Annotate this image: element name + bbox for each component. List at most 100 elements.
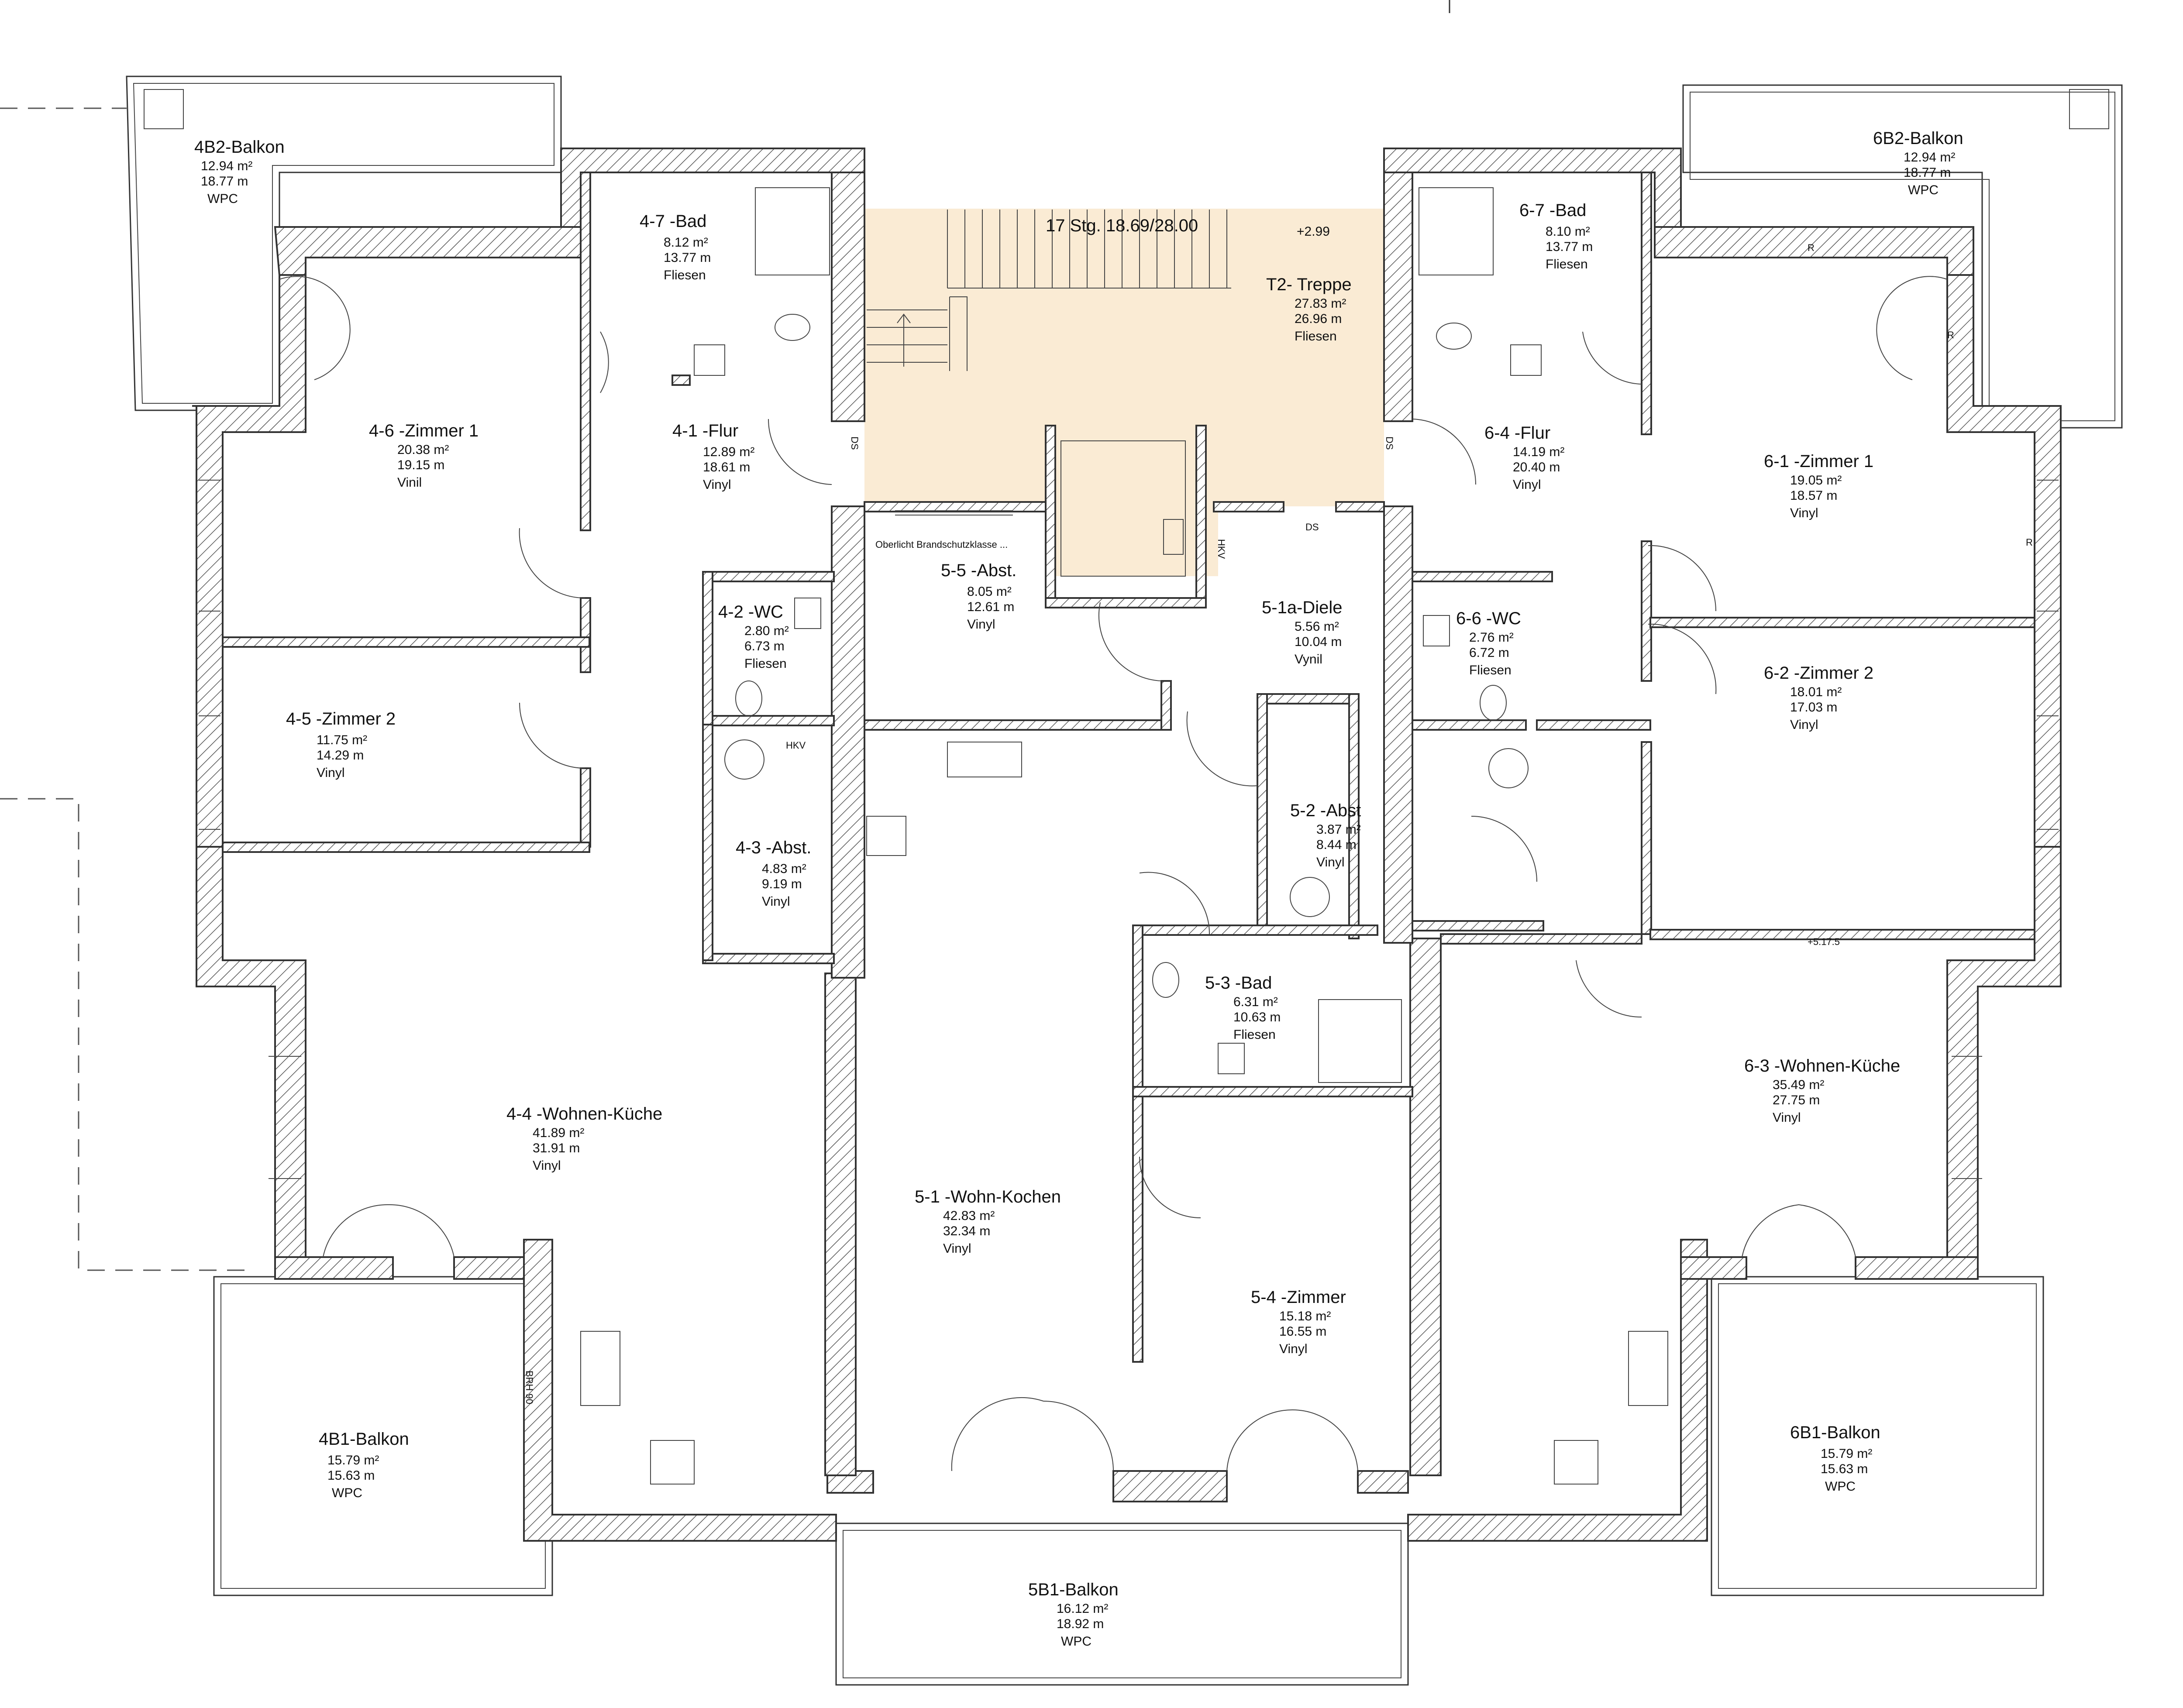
- svg-text:15.79 m²: 15.79 m²: [1821, 1447, 1872, 1461]
- svg-text:5.56 m²: 5.56 m²: [1295, 619, 1339, 634]
- svg-text:6B1-Balkon: 6B1-Balkon: [1790, 1423, 1880, 1442]
- room-label-44: 4-4 -Wohnen-Küche 41.89 m² 31.91 m Vinyl: [506, 1104, 662, 1173]
- svg-text:2.76 m²: 2.76 m²: [1469, 630, 1514, 645]
- room-label-51a: 5-1a-Diele 5.56 m² 10.04 m Vynil: [1262, 598, 1343, 667]
- svg-text:T2- Treppe: T2- Treppe: [1266, 275, 1352, 294]
- stairs-note: 17 Stg. 18.69/28.00: [1046, 216, 1198, 235]
- svg-text:Fliesen: Fliesen: [664, 268, 706, 282]
- svg-text:15.63 m: 15.63 m: [1821, 1462, 1868, 1476]
- svg-text:5-1 -Wohn-Kochen: 5-1 -Wohn-Kochen: [915, 1187, 1061, 1206]
- fixtures: [580, 187, 1668, 1485]
- svg-text:Fliesen: Fliesen: [1546, 257, 1588, 271]
- svg-text:18.92 m: 18.92 m: [1057, 1617, 1104, 1631]
- room-label-4b1: 4B1-Balkon 15.79 m² 15.63 m WPC: [319, 1430, 409, 1500]
- svg-text:2.80 m²: 2.80 m²: [744, 624, 789, 638]
- svg-text:Vinyl: Vinyl: [1790, 718, 1818, 732]
- ds-note-right: DS: [1384, 436, 1395, 450]
- svg-text:6-1 -Zimmer 1: 6-1 -Zimmer 1: [1764, 452, 1873, 471]
- room-label-53: 5-3 -Bad 6.31 m² 10.63 m Fliesen: [1205, 973, 1281, 1042]
- ds-note-left: DS: [849, 436, 860, 450]
- r-note-1: R: [1808, 242, 1815, 253]
- svg-text:6.72 m: 6.72 m: [1469, 646, 1509, 660]
- svg-text:Vinil: Vinil: [397, 475, 422, 490]
- svg-text:10.04 m: 10.04 m: [1295, 635, 1342, 649]
- interior-walls: [222, 172, 2035, 1363]
- svg-text:5-3 -Bad: 5-3 -Bad: [1205, 973, 1272, 993]
- outer-walls: [192, 148, 2062, 1542]
- svg-text:15.79 m²: 15.79 m²: [327, 1453, 379, 1467]
- svg-text:3.87 m²: 3.87 m²: [1316, 822, 1361, 837]
- svg-text:WPC: WPC: [207, 192, 238, 206]
- svg-text:12.94 m²: 12.94 m²: [1904, 150, 1955, 165]
- svg-text:Vinyl: Vinyl: [943, 1241, 971, 1256]
- room-label-51: 5-1 -Wohn-Kochen 42.83 m² 32.34 m Vinyl: [915, 1187, 1061, 1256]
- room-label-66: 6-6 -WC 2.76 m² 6.72 m Fliesen: [1456, 609, 1521, 677]
- svg-text:4-2 -WC: 4-2 -WC: [718, 602, 783, 622]
- svg-text:4-4 -Wohnen-Küche: 4-4 -Wohnen-Küche: [506, 1104, 662, 1124]
- svg-text:14.29 m: 14.29 m: [317, 748, 364, 763]
- windows: [199, 480, 2059, 1179]
- svg-text:Vinyl: Vinyl: [762, 894, 790, 909]
- svg-text:WPC: WPC: [332, 1486, 362, 1500]
- room-label-54: 5-4 -Zimmer 15.18 m² 16.55 m Vinyl: [1251, 1288, 1346, 1356]
- room-label-45: 4-5 -Zimmer 2 11.75 m² 14.29 m Vinyl: [286, 709, 396, 780]
- svg-text:Vinyl: Vinyl: [1316, 855, 1344, 869]
- svg-text:5-5 -Abst.: 5-5 -Abst.: [941, 561, 1016, 580]
- hkv-note: HKV: [786, 740, 806, 751]
- door-swings: [279, 276, 1948, 1471]
- svg-text:Fliesen: Fliesen: [744, 656, 787, 671]
- svg-text:18.77 m: 18.77 m: [1904, 165, 1951, 180]
- svg-text:18.57 m: 18.57 m: [1790, 488, 1837, 503]
- svg-text:6-4 -Flur: 6-4 -Flur: [1484, 423, 1550, 443]
- svg-text:Vinyl: Vinyl: [1773, 1110, 1801, 1125]
- svg-text:16.12 m²: 16.12 m²: [1057, 1601, 1108, 1616]
- svg-text:8.10 m²: 8.10 m²: [1546, 224, 1590, 239]
- svg-text:4B2-Balkon: 4B2-Balkon: [194, 137, 285, 157]
- svg-text:8.12 m²: 8.12 m²: [664, 235, 708, 250]
- room-label-41: 4-1 -Flur 12.89 m² 18.61 m Vinyl: [672, 421, 754, 492]
- skylight-note: Oberlicht Brandschutzklasse ...: [875, 539, 1008, 550]
- svg-text:27.75 m: 27.75 m: [1773, 1093, 1820, 1107]
- svg-text:15.63 m: 15.63 m: [327, 1468, 375, 1483]
- svg-text:20.40 m: 20.40 m: [1513, 460, 1560, 474]
- svg-text:20.38 m²: 20.38 m²: [397, 443, 449, 457]
- room-label-61: 6-1 -Zimmer 1 19.05 m² 18.57 m Vinyl: [1764, 452, 1873, 520]
- annotations: 17 Stg. 18.69/28.00 +2.99 Oberlicht Bran…: [524, 216, 2033, 1404]
- svg-text:12.94 m²: 12.94 m²: [201, 159, 252, 173]
- svg-text:4.83 m²: 4.83 m²: [762, 862, 806, 876]
- reference-lines: [0, 0, 1450, 1271]
- room-label-43: 4-3 -Abst. 4.83 m² 9.19 m Vinyl: [736, 838, 811, 909]
- svg-text:4-6 -Zimmer 1: 4-6 -Zimmer 1: [369, 421, 479, 440]
- svg-text:Vinyl: Vinyl: [1279, 1342, 1307, 1356]
- svg-text:4-3 -Abst.: 4-3 -Abst.: [736, 838, 811, 857]
- svg-text:12.89 m²: 12.89 m²: [703, 445, 754, 459]
- svg-text:6-7 -Bad: 6-7 -Bad: [1519, 201, 1586, 220]
- r-note-3: R: [2026, 537, 2033, 548]
- svg-text:Fliesen: Fliesen: [1469, 663, 1512, 677]
- svg-text:32.34 m: 32.34 m: [943, 1224, 990, 1238]
- room-label-64: 6-4 -Flur 14.19 m² 20.40 m Vinyl: [1484, 423, 1564, 492]
- svg-text:6.73 m: 6.73 m: [744, 639, 785, 653]
- room-label-4b2: 4B2-Balkon 12.94 m² 18.77 m WPC: [194, 137, 285, 206]
- svg-text:4B1-Balkon: 4B1-Balkon: [319, 1430, 409, 1449]
- room-label-46: 4-6 -Zimmer 1 20.38 m² 19.15 m Vinil: [369, 421, 479, 490]
- svg-text:9.19 m: 9.19 m: [762, 877, 802, 891]
- svg-text:13.77 m: 13.77 m: [1546, 240, 1593, 254]
- svg-text:6-3 -Wohnen-Küche: 6-3 -Wohnen-Küche: [1744, 1056, 1900, 1076]
- svg-text:Vinyl: Vinyl: [1790, 506, 1818, 520]
- staircase-steps: [867, 210, 1231, 577]
- svg-text:18.77 m: 18.77 m: [201, 174, 248, 189]
- svg-text:16.55 m: 16.55 m: [1279, 1324, 1326, 1339]
- svg-text:35.49 m²: 35.49 m²: [1773, 1078, 1824, 1092]
- svg-text:4-1 -Flur: 4-1 -Flur: [672, 421, 738, 440]
- svg-text:42.83 m²: 42.83 m²: [943, 1209, 995, 1223]
- room-label-5b1: 5B1-Balkon 16.12 m² 18.92 m WPC: [1028, 1580, 1119, 1649]
- svg-text:Vinyl: Vinyl: [317, 766, 344, 780]
- svg-text:6-2 -Zimmer 2: 6-2 -Zimmer 2: [1764, 663, 1873, 683]
- svg-text:15.18 m²: 15.18 m²: [1279, 1309, 1331, 1323]
- svg-text:13.77 m: 13.77 m: [664, 251, 711, 265]
- svg-text:5-4 -Zimmer: 5-4 -Zimmer: [1251, 1288, 1346, 1307]
- svg-text:6B2-Balkon: 6B2-Balkon: [1873, 129, 1963, 148]
- svg-text:5B1-Balkon: 5B1-Balkon: [1028, 1580, 1119, 1599]
- svg-text:19.15 m: 19.15 m: [397, 458, 444, 472]
